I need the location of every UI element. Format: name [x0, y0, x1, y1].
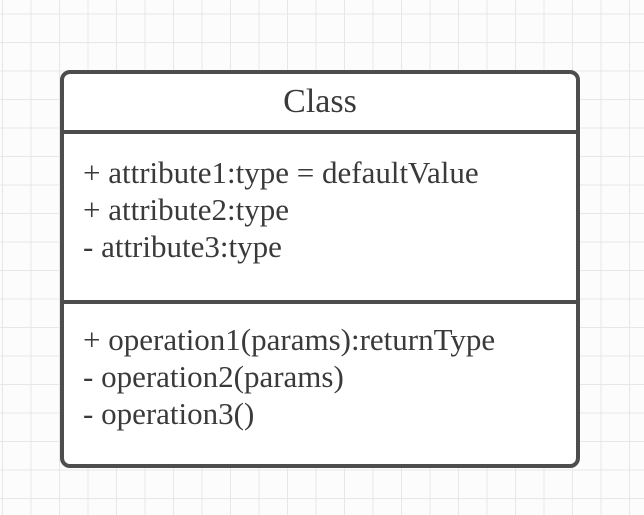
class-name: Class	[64, 74, 576, 134]
attribute-item: - attribute3:type	[83, 229, 282, 264]
attribute-item: + attribute2:type	[83, 192, 290, 227]
attributes-compartment: + attribute1:type = defaultValue + attri…	[64, 134, 576, 304]
uml-class-box[interactable]: Class + attribute1:type = defaultValue +…	[60, 70, 580, 468]
operation-item: - operation2(params)	[83, 359, 344, 394]
attribute-item: + attribute1:type = defaultValue	[83, 155, 479, 190]
operation-item: - operation3()	[83, 396, 255, 431]
operation-item: + operation1(params):returnType	[83, 322, 496, 357]
operations-compartment: + operation1(params):returnType - operat…	[64, 304, 576, 432]
